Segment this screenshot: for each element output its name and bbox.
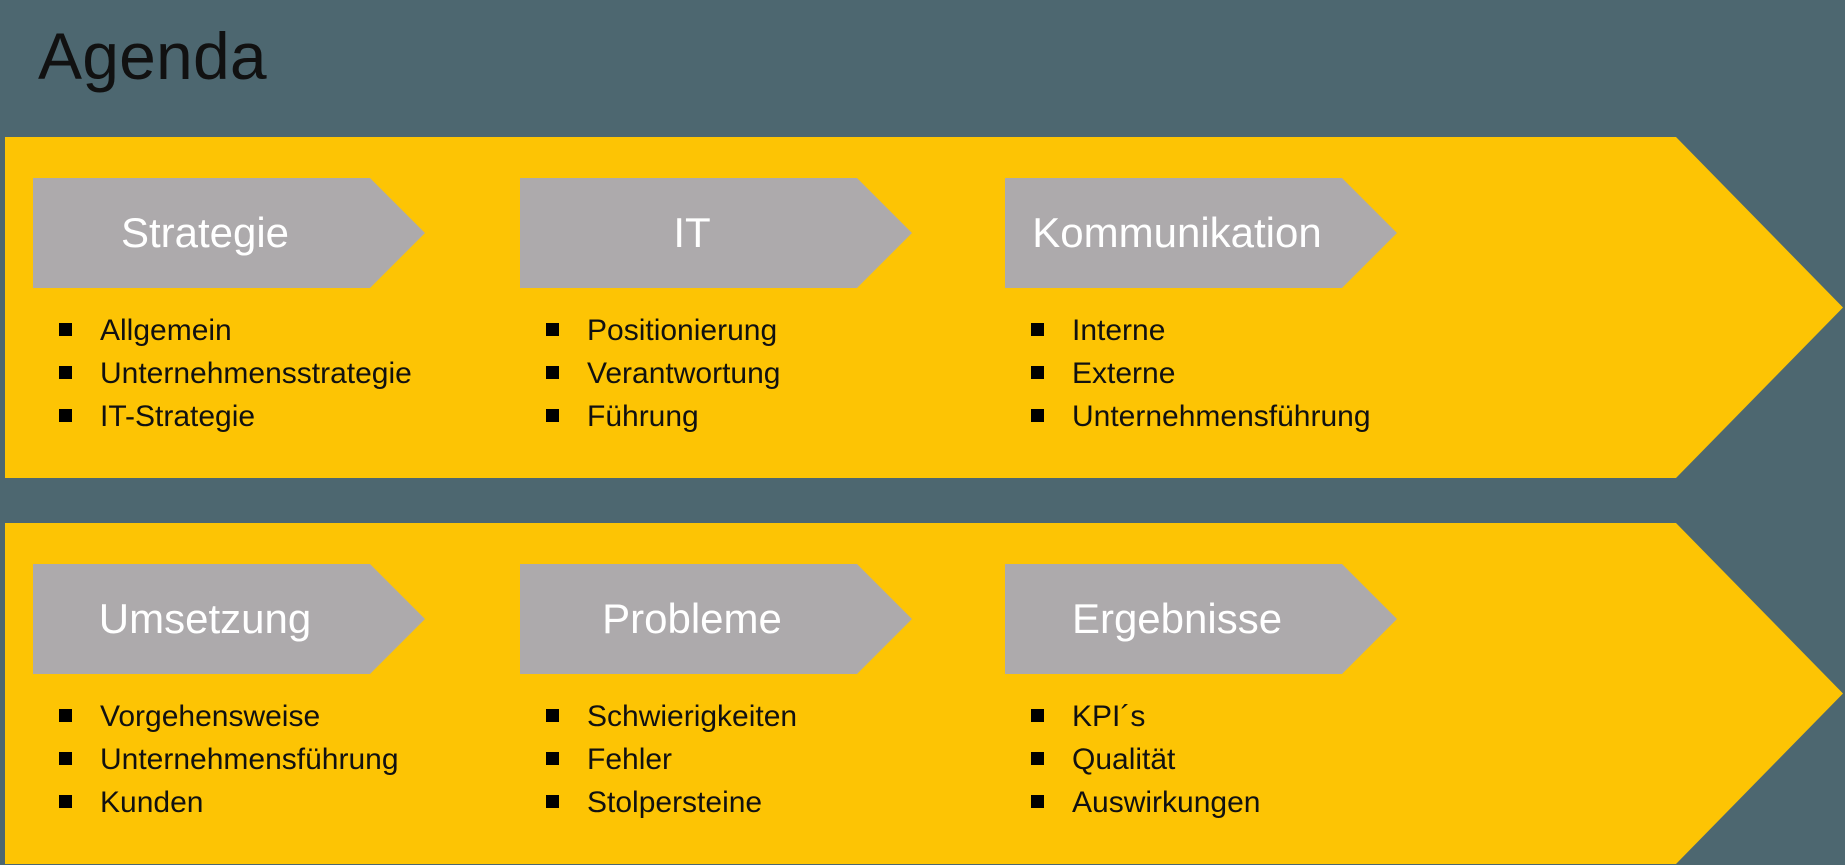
bullet-list-ergebnisse: KPI´s Qualität Auswirkungen (1031, 695, 1260, 824)
bullet-list-strategie: Allgemein Unternehmensstrategie IT-Strat… (59, 309, 412, 438)
list-item: Unternehmensführung (59, 738, 399, 781)
list-item-label: KPI´s (1072, 700, 1146, 733)
list-item: Unternehmensstrategie (59, 352, 412, 395)
chevron-label: Kommunikation (1032, 209, 1322, 256)
list-item: Qualität (1031, 738, 1260, 781)
list-item-label: Unternehmensführung (100, 743, 399, 776)
list-item: Fehler (546, 738, 797, 781)
square-bullet-icon (1031, 709, 1044, 722)
square-bullet-icon (1031, 752, 1044, 765)
square-bullet-icon (546, 409, 559, 422)
chevron-header-it[interactable]: IT (520, 178, 912, 288)
bullet-list-probleme: Schwierigkeiten Fehler Stolpersteine (546, 695, 797, 824)
square-bullet-icon (1031, 323, 1044, 336)
list-item-label: Interne (1072, 314, 1166, 347)
square-bullet-icon (546, 709, 559, 722)
list-item-label: Unternehmensführung (1072, 400, 1371, 433)
list-item-label: Kunden (100, 786, 204, 819)
chevron-label: Umsetzung (98, 595, 312, 642)
list-item-label: IT-Strategie (100, 400, 256, 433)
list-item-label: Qualität (1072, 743, 1176, 776)
list-item-label: Positionierung (587, 314, 778, 347)
square-bullet-icon (1031, 366, 1044, 379)
chevron-header-kommunikation[interactable]: Kommunikation (1005, 178, 1397, 288)
square-bullet-icon (59, 795, 72, 808)
list-item: Auswirkungen (1031, 781, 1260, 824)
square-bullet-icon (1031, 409, 1044, 422)
list-item-label: Verantwortung (587, 357, 781, 390)
list-item-label: Allgemein (100, 314, 232, 347)
page-title: Agenda (38, 19, 267, 93)
chevron-header-ergebnisse[interactable]: Ergebnisse (1005, 564, 1397, 674)
list-item-label: Unternehmensstrategie (100, 357, 412, 390)
process-band-two: Umsetzung Vorgehensweise Unternehmensfüh… (5, 523, 1843, 864)
chevron-label: Ergebnisse (1071, 595, 1283, 642)
list-item-label: Stolpersteine (587, 786, 763, 819)
chevron-header-umsetzung[interactable]: Umsetzung (33, 564, 425, 674)
list-item-label: Schwierigkeiten (587, 700, 798, 733)
list-item: KPI´s (1031, 695, 1260, 738)
list-item: Interne (1031, 309, 1371, 352)
list-item: Allgemein (59, 309, 412, 352)
chevron-header-strategie[interactable]: Strategie (33, 178, 425, 288)
list-item: Positionierung (546, 309, 780, 352)
list-item-label: Externe (1072, 357, 1176, 390)
bullet-list-umsetzung: Vorgehensweise Unternehmensführung Kunde… (59, 695, 399, 824)
square-bullet-icon (59, 409, 72, 422)
process-band-one: Strategie Allgemein Unternehmensstrategi… (5, 137, 1843, 478)
list-item: Kunden (59, 781, 399, 824)
chevron-label: IT (673, 209, 711, 256)
chevron-label: Strategie (120, 209, 290, 256)
list-item-label: Führung (587, 400, 699, 433)
list-item-label: Auswirkungen (1072, 786, 1261, 819)
square-bullet-icon (1031, 795, 1044, 808)
square-bullet-icon (546, 752, 559, 765)
list-item: Verantwortung (546, 352, 780, 395)
list-item: Unternehmensführung (1031, 395, 1371, 438)
square-bullet-icon (59, 366, 72, 379)
chevron-header-probleme[interactable]: Probleme (520, 564, 912, 674)
square-bullet-icon (546, 323, 559, 336)
square-bullet-icon (546, 795, 559, 808)
list-item-label: Vorgehensweise (100, 700, 321, 733)
list-item-label: Fehler (587, 743, 673, 776)
list-item: Führung (546, 395, 780, 438)
square-bullet-icon (546, 366, 559, 379)
square-bullet-icon (59, 752, 72, 765)
list-item: Stolpersteine (546, 781, 797, 824)
list-item: IT-Strategie (59, 395, 412, 438)
list-item: Externe (1031, 352, 1371, 395)
chevron-label: Probleme (602, 595, 782, 642)
square-bullet-icon (59, 709, 72, 722)
list-item: Schwierigkeiten (546, 695, 797, 738)
square-bullet-icon (59, 323, 72, 336)
list-item: Vorgehensweise (59, 695, 399, 738)
bullet-list-kommunikation: Interne Externe Unternehmensführung (1031, 309, 1371, 438)
bullet-list-it: Positionierung Verantwortung Führung (546, 309, 780, 438)
